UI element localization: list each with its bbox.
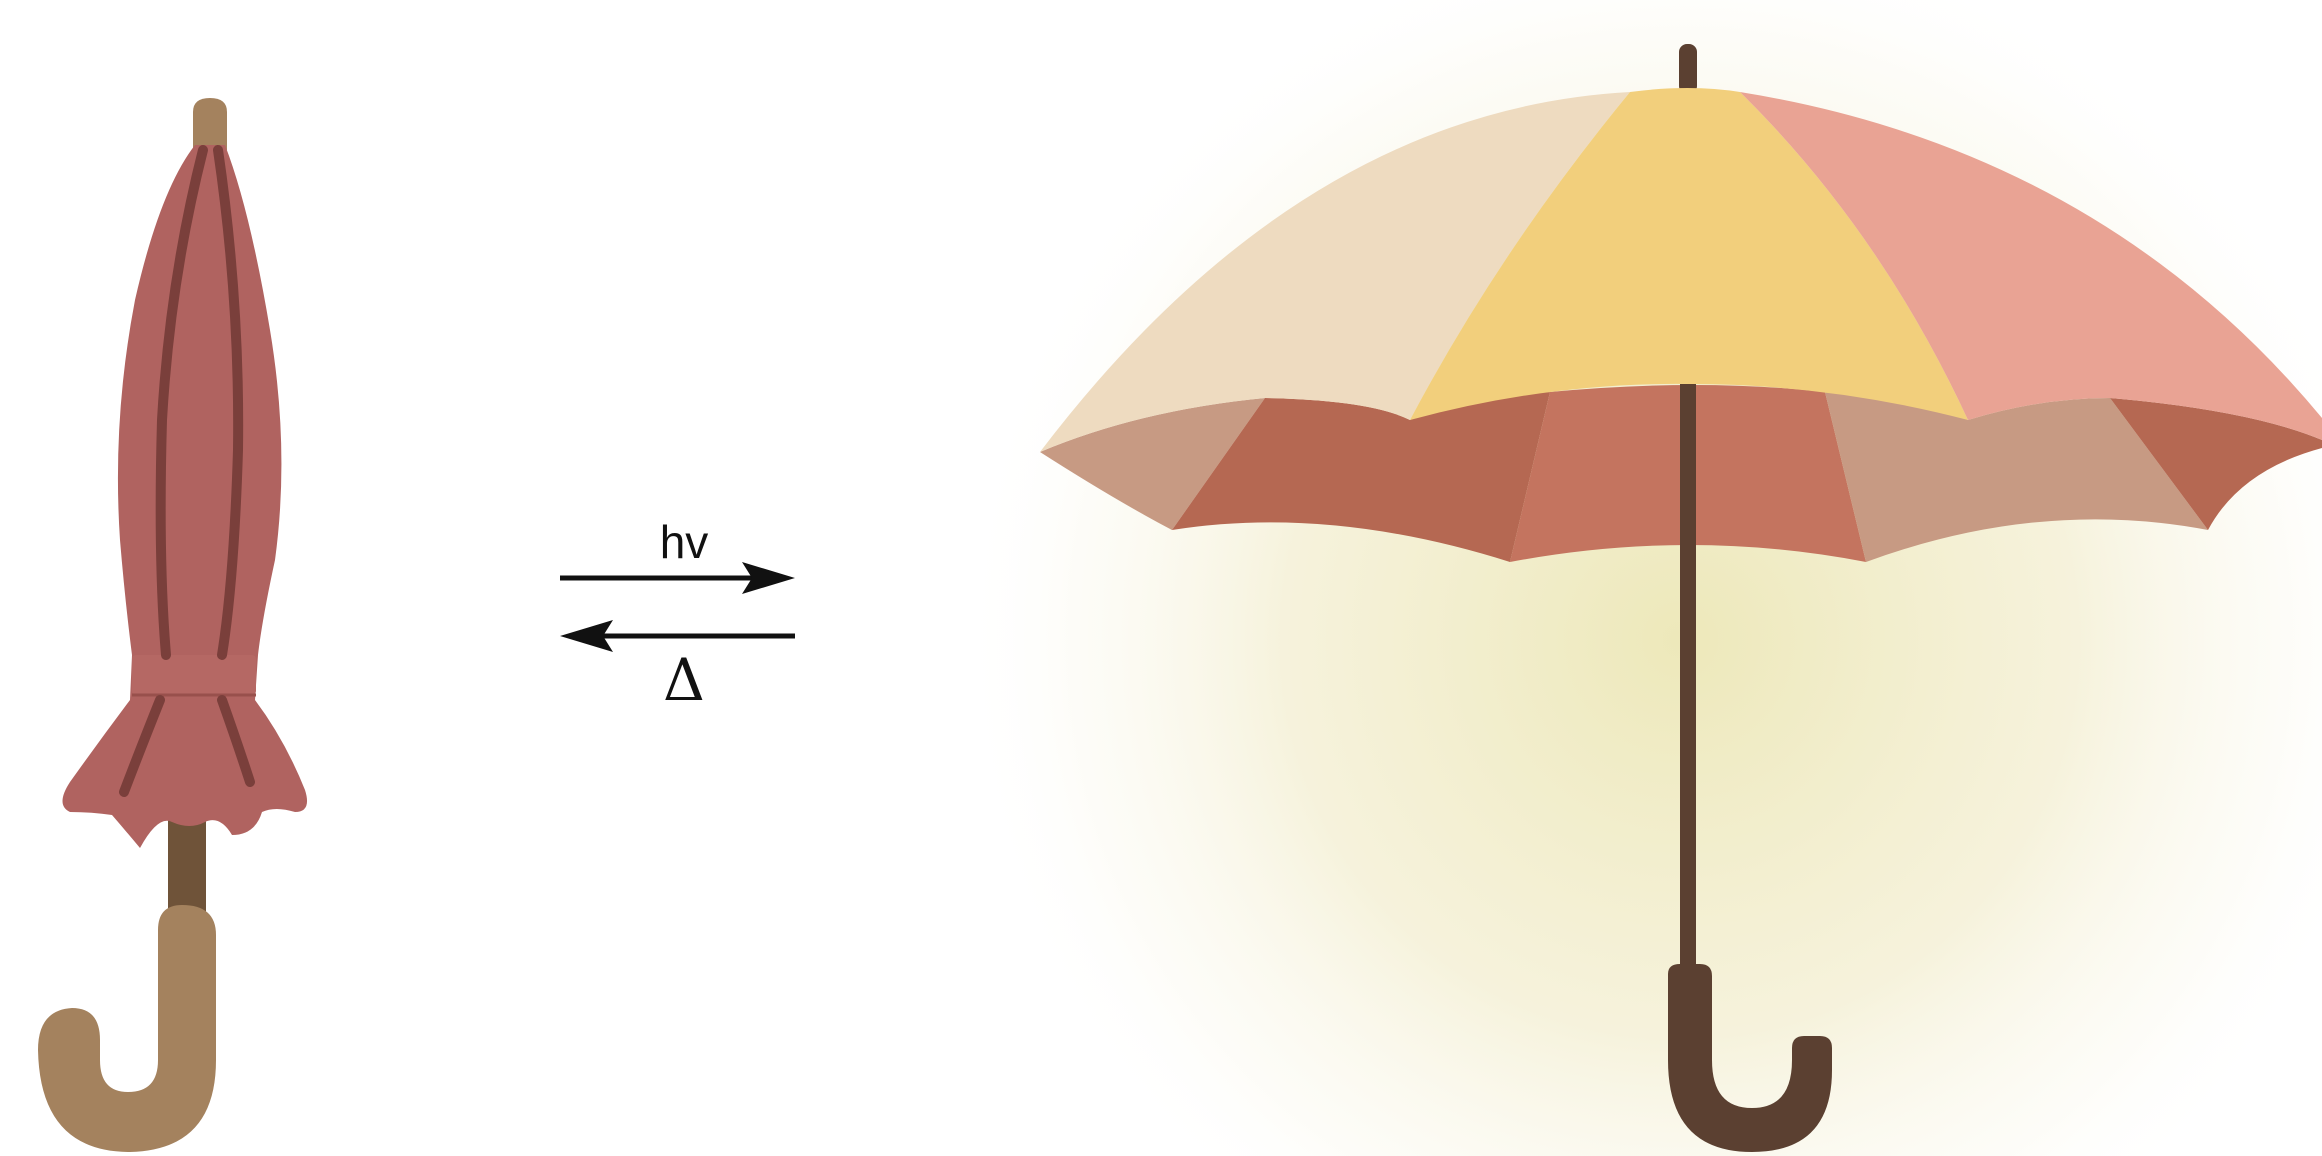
closed-umbrella-rib [119, 695, 165, 797]
closed-umbrella [38, 98, 308, 1152]
open-umbrella-underside-panel [1172, 392, 1550, 562]
open-umbrella-panel-left [1040, 92, 1630, 452]
forward-condition-label: hv [660, 516, 709, 568]
open-umbrella-handle [1668, 964, 1832, 1152]
closed-umbrella-rib [213, 145, 244, 660]
open-umbrella-panel-center [1410, 88, 1968, 420]
open-umbrella-underside-panel [1040, 398, 1265, 530]
open-umbrella-underside-panel [1825, 392, 2208, 562]
closed-umbrella-strap [132, 655, 256, 695]
equilibrium-arrows: hv Δ [560, 516, 795, 714]
reverse-arrowhead [560, 620, 613, 652]
closed-umbrella-rib [155, 145, 208, 660]
open-umbrella-tip [1679, 44, 1697, 94]
open-umbrella-shaft [1680, 384, 1696, 974]
open-umbrella-underside-panel [2110, 398, 2322, 530]
closed-umbrella-rib [217, 695, 255, 787]
open-umbrella-panel-right [1740, 92, 2322, 440]
reverse-condition-label: Δ [663, 646, 705, 714]
closed-umbrella-handle [38, 905, 216, 1152]
open-umbrella [1040, 44, 2322, 1152]
closed-umbrella-tip [193, 98, 227, 150]
forward-arrowhead [742, 562, 795, 594]
